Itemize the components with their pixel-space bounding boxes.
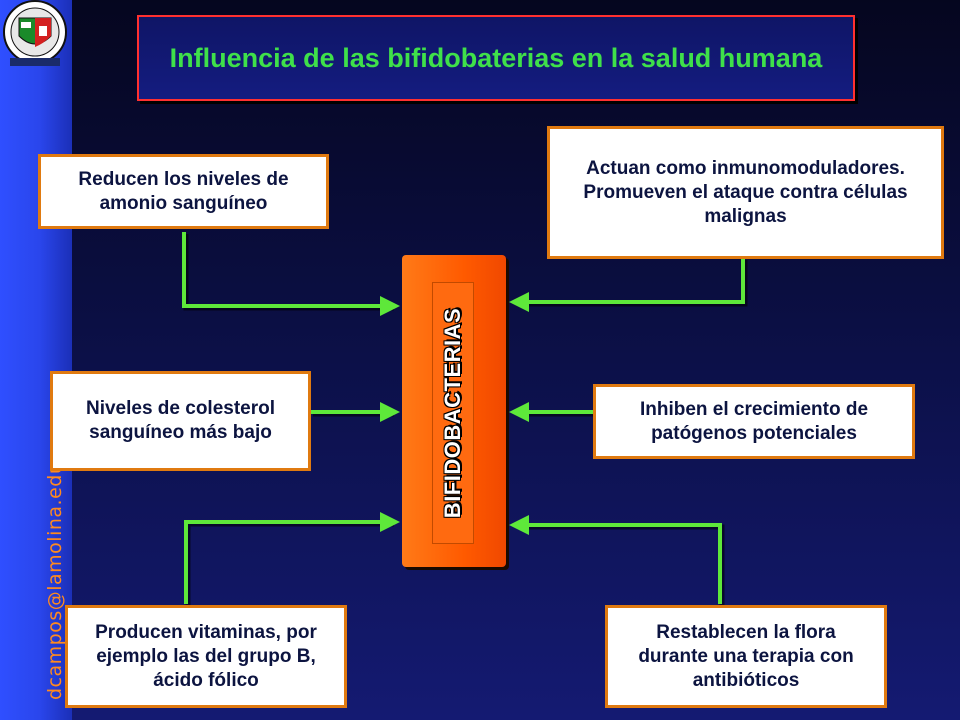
box-pathogens-text: Inhiben el crecimiento de patógenos pote… [639, 398, 869, 444]
box-ammonia: Reducen los niveles de amonio sanguíneo [38, 154, 329, 229]
box-immuno-text: Actuan como inmunomoduladores. Promueven… [583, 157, 908, 227]
university-crest-icon [3, 0, 67, 66]
center-label-frame [432, 282, 474, 544]
box-pathogens: Inhiben el crecimiento de patógenos pote… [593, 384, 915, 459]
box-cholesterol: Niveles de colesterol sanguíneo más bajo [50, 371, 311, 471]
connector-flora [509, 515, 722, 604]
box-cholesterol-text: Niveles de colesterol sanguíneo más bajo [85, 398, 276, 443]
box-flora-text: Restablecen la flora durante una terapia… [638, 621, 854, 691]
box-vitamins: Producen vitaminas, por ejemplo las del … [65, 605, 347, 708]
title-box: Influencia de las bifidobaterias en la s… [137, 15, 855, 101]
slide-title: Influencia de las bifidobaterias en la s… [169, 43, 823, 73]
connector-immuno [509, 258, 745, 312]
connector-ammonia [182, 232, 400, 316]
box-vitamins-text: Producen vitaminas, por ejemplo las del … [95, 621, 317, 691]
box-ammonia-text: Reducen los niveles de amonio sanguíneo [78, 168, 289, 214]
box-flora: Restablecen la flora durante una terapia… [605, 605, 887, 708]
center-label: BIFIDOBACTERIAS [440, 307, 465, 519]
connector-vitamins [184, 512, 400, 604]
box-immuno: Actuan como inmunomoduladores. Promueven… [547, 126, 944, 259]
side-bar [0, 0, 72, 720]
